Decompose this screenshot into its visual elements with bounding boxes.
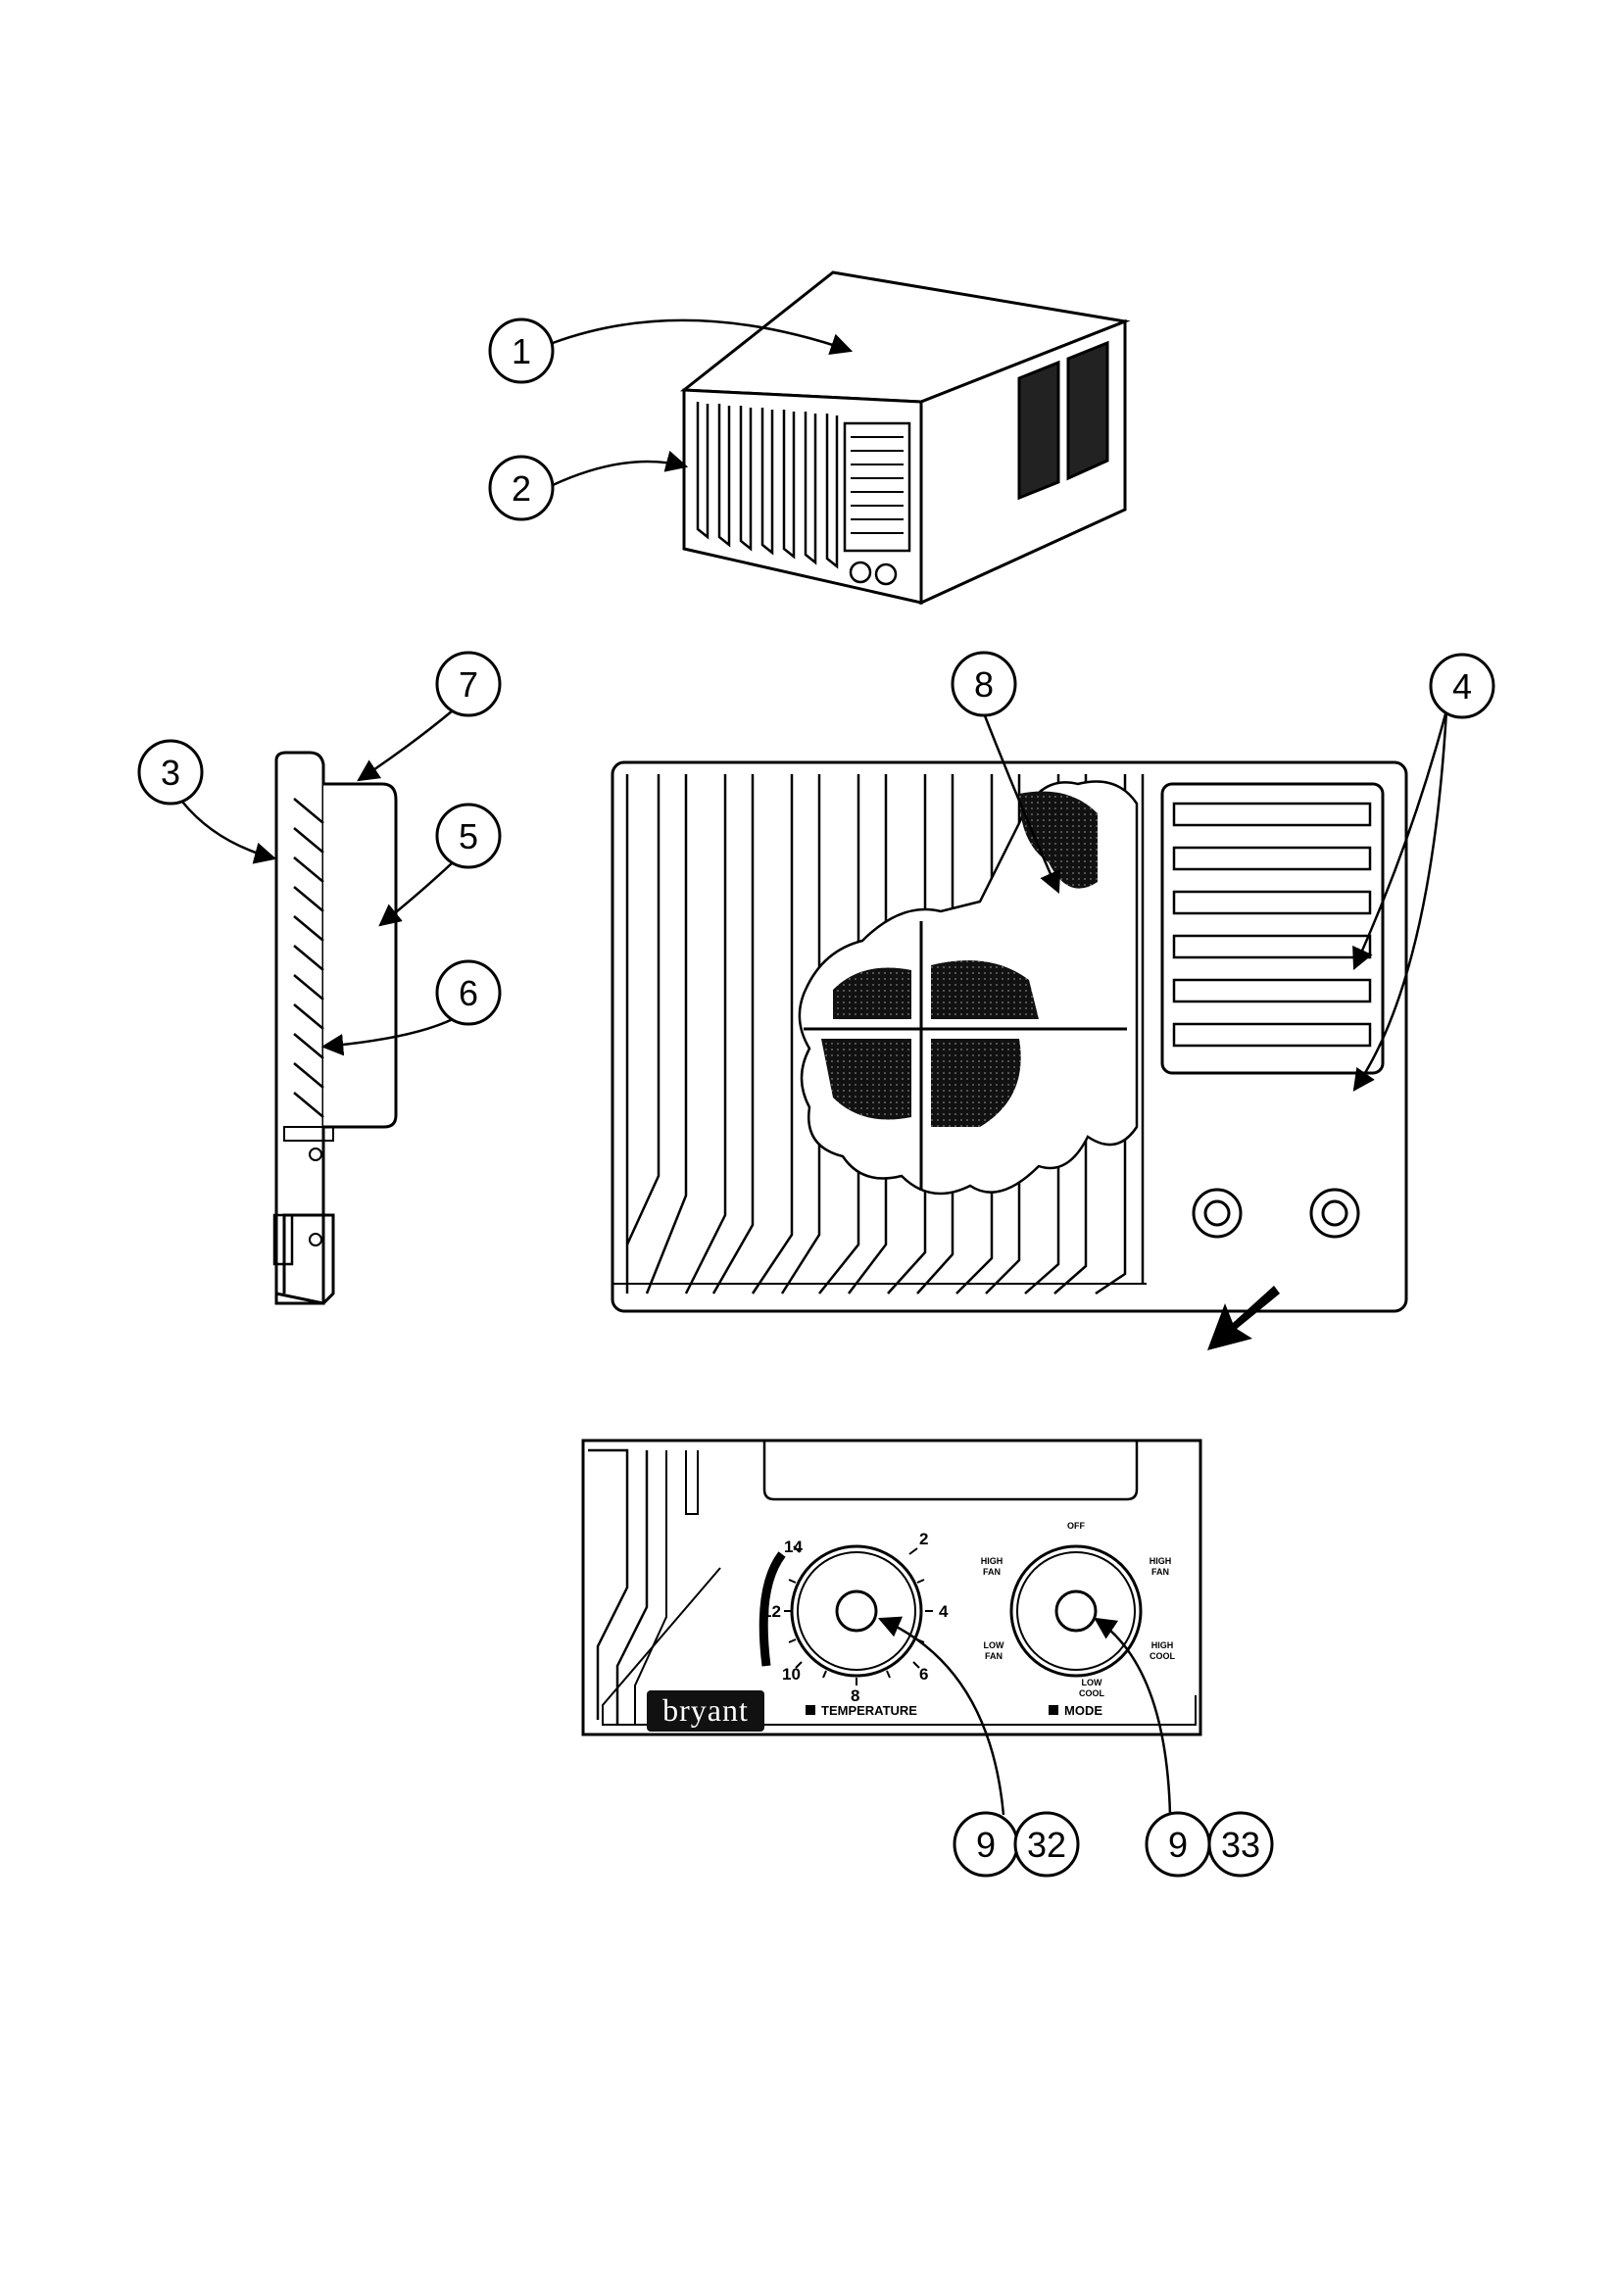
mode-high-fan-left-label: HIGH <box>981 1556 1003 1566</box>
mode-low-cool-label-2: COOL <box>1079 1688 1105 1698</box>
callout-1: 1 <box>512 331 531 371</box>
mode-high-cool-label-2: COOL <box>1150 1651 1176 1661</box>
mode-high-cool-label: HIGH <box>1151 1640 1174 1650</box>
callout-8: 8 <box>974 664 994 705</box>
mode-high-fan-left-label-2: FAN <box>983 1567 1001 1577</box>
mode-low-cool-label: LOW <box>1082 1678 1102 1687</box>
callout-2: 2 <box>512 468 531 509</box>
temp-tick-8: 8 <box>851 1686 859 1705</box>
temp-tick-4: 4 <box>939 1602 949 1621</box>
brand-logo: bryant <box>662 1692 749 1728</box>
mode-low-fan-label-2: FAN <box>985 1651 1003 1661</box>
mode-high-fan-right-label: HIGH <box>1150 1556 1172 1566</box>
detail-arrow-icon <box>1207 1286 1280 1350</box>
control-panel-detail <box>581 1439 1202 1736</box>
temperature-scale: 14 2 12 4 10 8 6 <box>762 1530 949 1705</box>
front-grille-front-view <box>611 760 1408 1313</box>
mode-high-fan-right-label-2: FAN <box>1151 1567 1169 1577</box>
callout-9-mode: 9 <box>1168 1825 1188 1865</box>
callout-3: 3 <box>161 753 180 793</box>
temp-tick-14: 14 <box>784 1538 803 1556</box>
mode-caption: MODE <box>1064 1703 1102 1718</box>
leader-lines <box>181 318 1448 1816</box>
callout-33: 33 <box>1221 1825 1260 1865</box>
mode-off-label: OFF <box>1067 1521 1085 1531</box>
callout-9-temperature: 9 <box>976 1825 996 1865</box>
temp-tick-6: 6 <box>919 1665 928 1684</box>
temp-tick-2: 2 <box>919 1530 928 1548</box>
temp-tick-10: 10 <box>782 1665 801 1684</box>
callout-6: 6 <box>459 973 478 1013</box>
callout-5: 5 <box>459 816 478 856</box>
callout-numbers: 1 2 3 4 5 6 7 8 9 32 9 33 <box>161 331 1472 1865</box>
ac-unit-isometric <box>679 270 1131 606</box>
mode-scale: OFF HIGH FAN HIGH FAN LOW FAN HIGH COOL … <box>981 1521 1176 1698</box>
callout-bubbles <box>137 318 1495 1878</box>
callout-7: 7 <box>459 664 478 705</box>
callout-32: 32 <box>1027 1825 1066 1865</box>
temp-tick-12: 12 <box>762 1602 781 1621</box>
mode-low-fan-label: LOW <box>984 1640 1004 1650</box>
front-grille-side-view <box>272 751 398 1305</box>
temperature-caption: TEMPERATURE <box>821 1703 917 1718</box>
callout-4: 4 <box>1452 666 1472 707</box>
